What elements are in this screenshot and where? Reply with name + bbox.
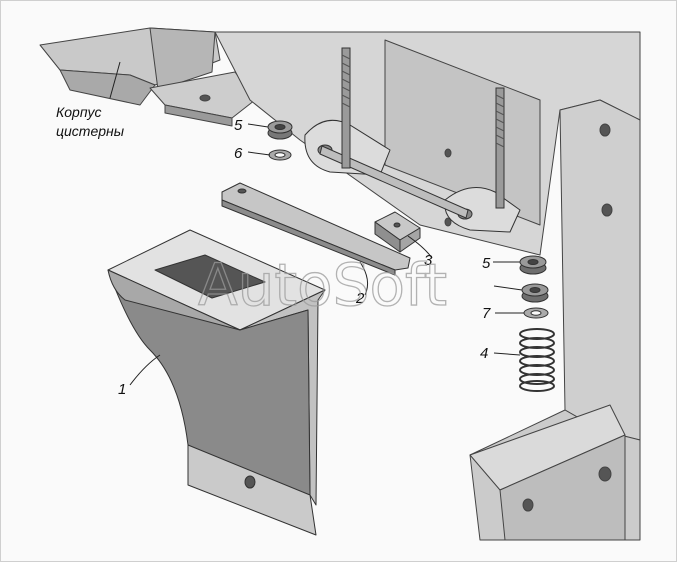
nuts-right <box>519 255 549 303</box>
nut-top <box>267 120 293 140</box>
callout-5-top: 5 <box>234 117 243 134</box>
callout-3: 3 <box>424 252 433 269</box>
washer-top <box>268 149 292 161</box>
callout-4: 4 <box>480 345 488 362</box>
threaded-rods <box>341 47 505 209</box>
watermark-text: AutoSoft <box>198 251 447 319</box>
leader-lines <box>109 61 524 386</box>
strap-part-2 <box>221 182 411 276</box>
caption-line-1: Корпус <box>56 104 102 120</box>
callout-7: 7 <box>482 305 491 322</box>
tank-body <box>39 27 256 127</box>
clip-part-3 <box>374 211 421 253</box>
callout-5-right: 5 <box>482 255 491 272</box>
shaft <box>319 145 469 219</box>
caption-line-2: цистерны <box>56 123 125 139</box>
callout-6: 6 <box>234 145 243 162</box>
mudguard-part-1 <box>107 229 326 536</box>
callout-2: 2 <box>355 290 365 307</box>
washer-right <box>523 307 549 319</box>
callout-1: 1 <box>118 381 126 398</box>
spring-part-4 <box>519 328 555 392</box>
